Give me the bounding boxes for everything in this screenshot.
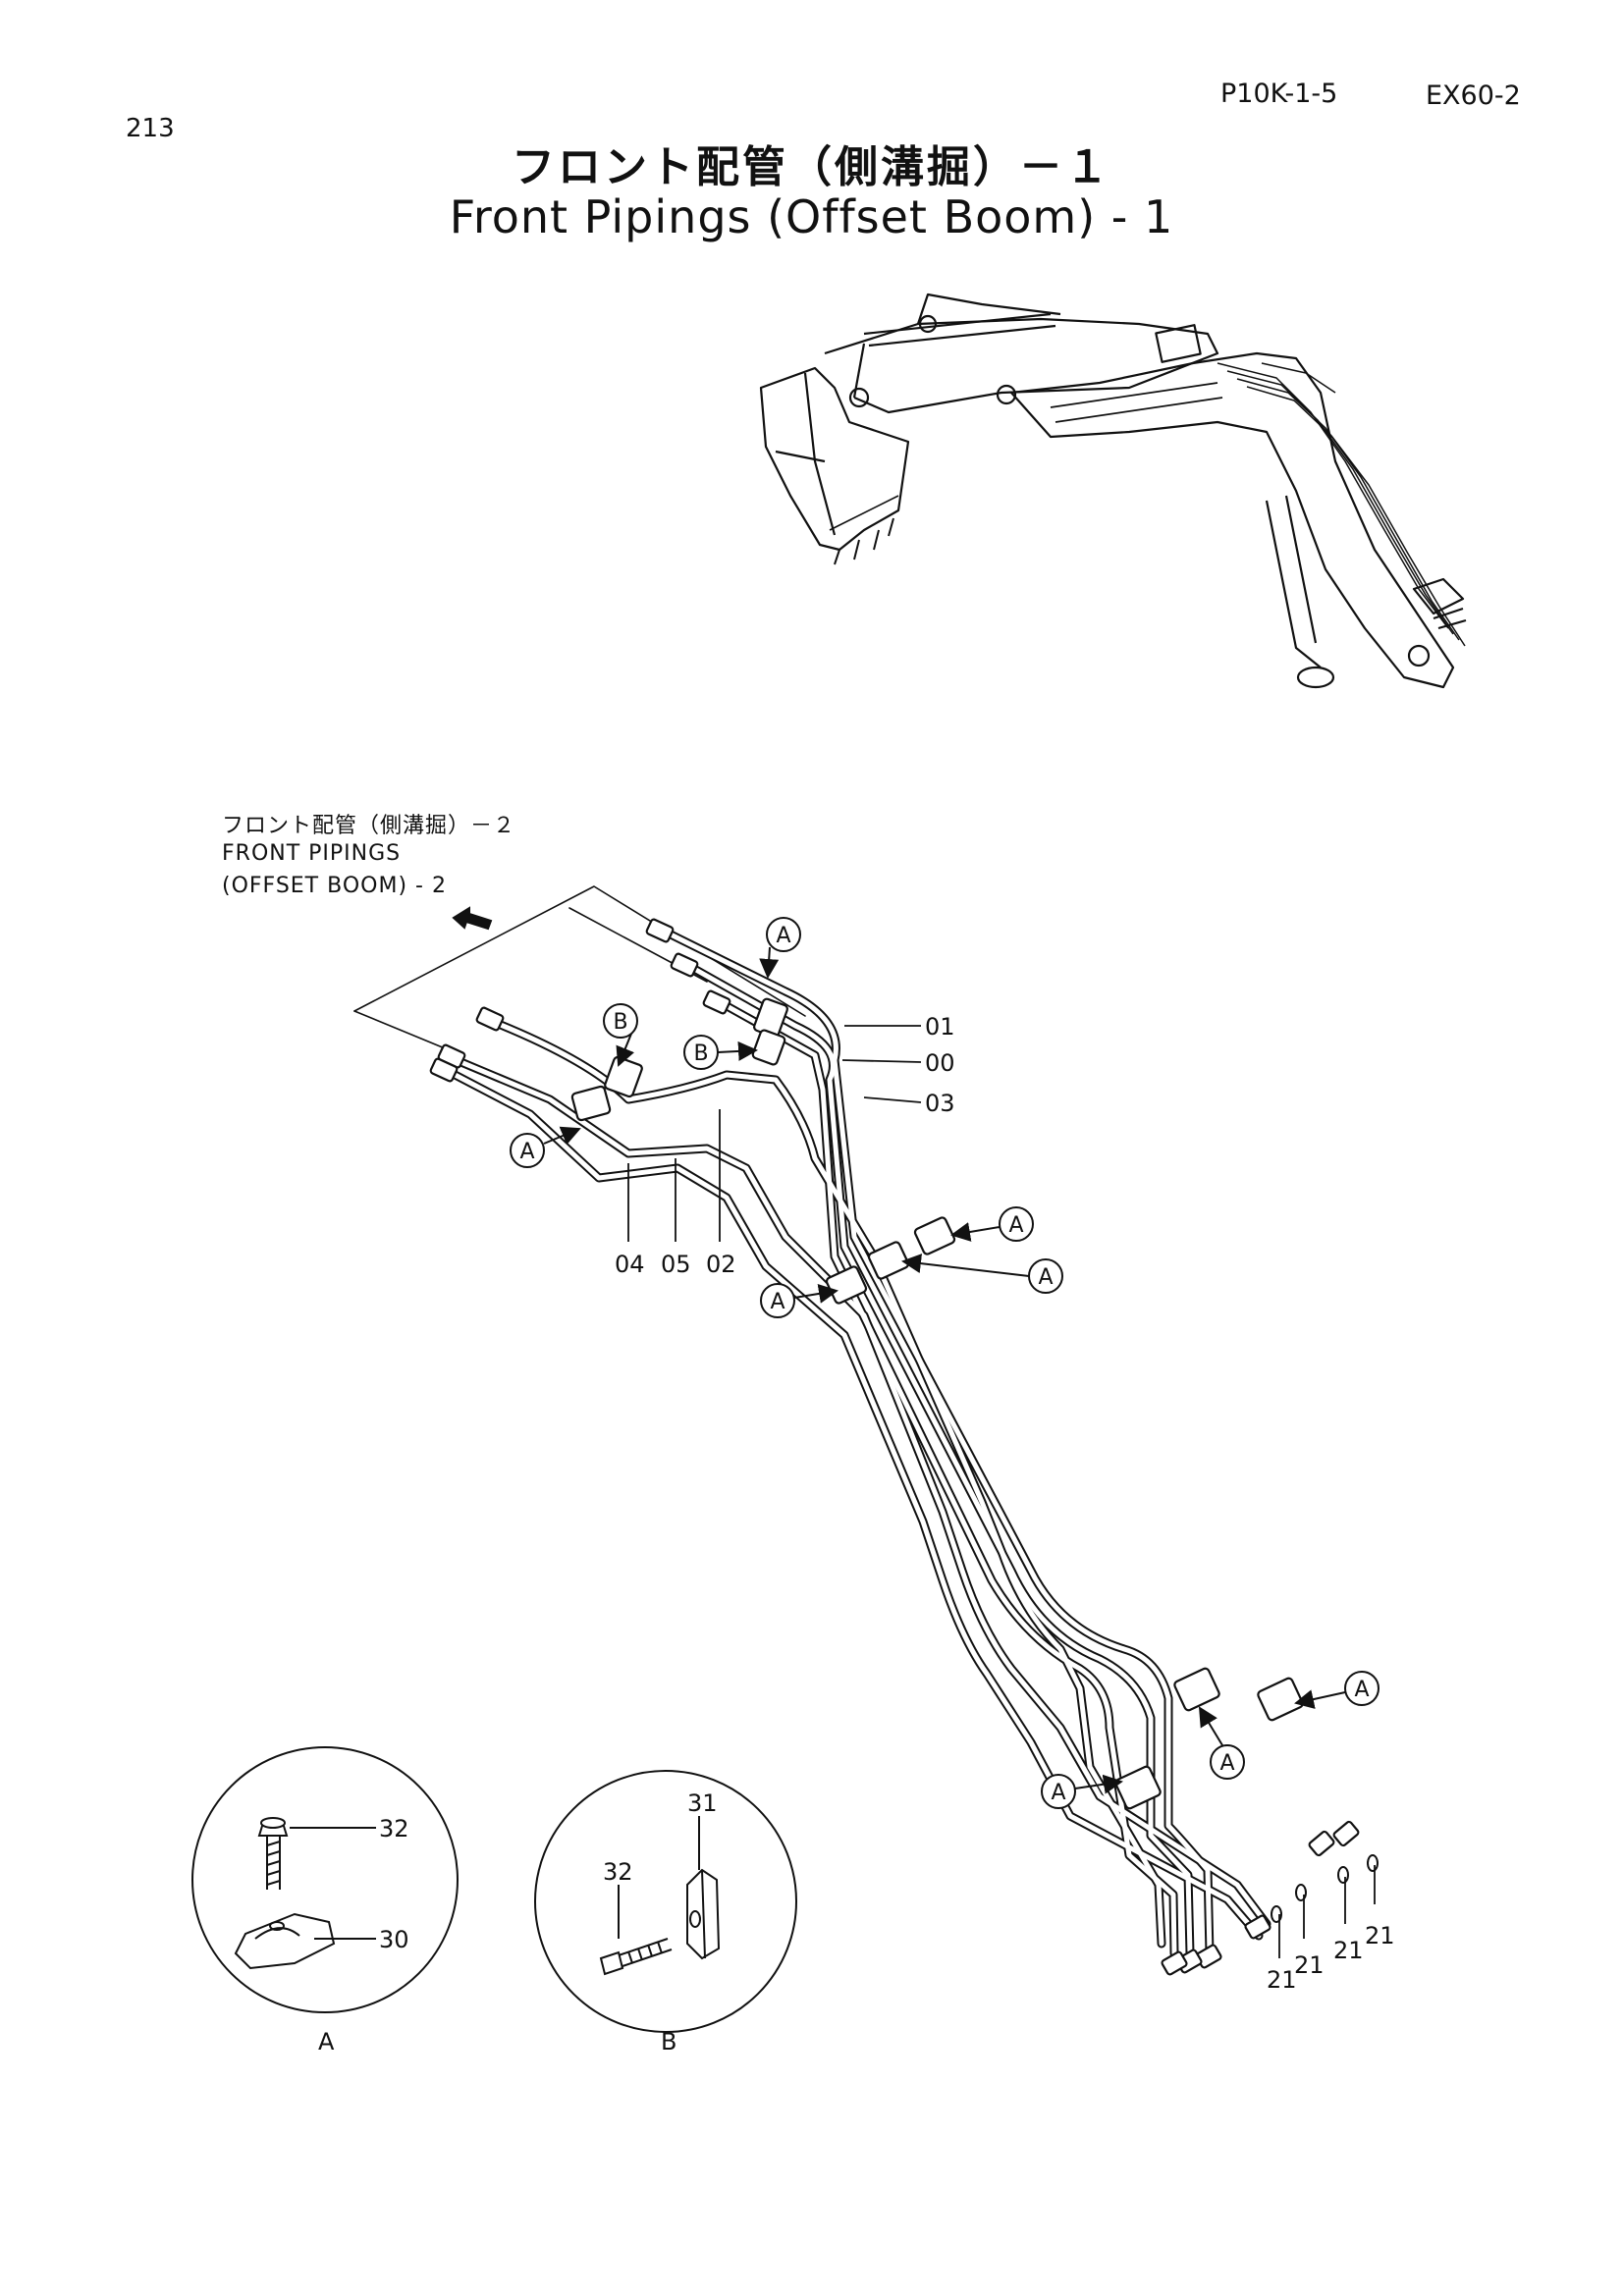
callout-label: A xyxy=(519,1140,534,1164)
callout-a-3 xyxy=(950,1206,1034,1242)
model-code: EX60-2 xyxy=(1426,80,1521,111)
part-number-32: 32 xyxy=(603,1858,633,1886)
part-number-05: 05 xyxy=(661,1251,691,1278)
part-number-32: 32 xyxy=(379,1815,409,1842)
xref-title-jp: フロント配管（側溝掘）－２ xyxy=(222,814,516,838)
callout-a-1 xyxy=(759,917,801,979)
callout-label: A xyxy=(1219,1751,1234,1776)
part-number-30: 30 xyxy=(379,1926,409,1953)
callouts xyxy=(510,917,1380,1809)
part-number-00: 00 xyxy=(925,1049,955,1077)
page-code: P10K-1-5 xyxy=(1220,79,1338,109)
part-number-03: 03 xyxy=(925,1090,955,1117)
callout-label: B xyxy=(613,1010,627,1035)
continuation-arrow-icon xyxy=(452,906,493,931)
excavator-front-illustration xyxy=(759,293,1467,689)
piping-diagram xyxy=(353,885,1379,1976)
part-number-01: 01 xyxy=(925,1013,955,1041)
page-number: 213 xyxy=(126,114,175,143)
callout-label: A xyxy=(1354,1678,1369,1702)
callout-a-5 xyxy=(760,1283,839,1318)
callout-label: A xyxy=(1008,1213,1023,1238)
page-title-en: Front Pipings (Offset Boom) - 1 xyxy=(449,190,1174,243)
detail-view-a xyxy=(191,1746,459,2013)
detail-b-caption: B xyxy=(661,2028,676,2056)
callout-label: A xyxy=(770,1290,784,1314)
callout-b-1 xyxy=(603,1003,638,1067)
part-number-21: 21 xyxy=(1365,1922,1395,1949)
detail-view-b xyxy=(534,1770,797,2033)
callout-a-6 xyxy=(1294,1671,1380,1709)
callout-b-2 xyxy=(683,1035,758,1070)
part-number-21: 21 xyxy=(1333,1937,1364,1964)
callout-label: A xyxy=(1051,1781,1065,1805)
callout-a-4 xyxy=(901,1254,1063,1294)
part-number-02: 02 xyxy=(706,1251,736,1278)
detail-a-caption: A xyxy=(318,2028,335,2056)
callout-a-2 xyxy=(510,1126,581,1168)
leader-lines xyxy=(627,1025,1376,1958)
callout-label: A xyxy=(1038,1265,1053,1290)
callout-a-7 xyxy=(1198,1706,1245,1780)
part-number-21: 21 xyxy=(1267,1966,1297,1994)
callout-label: B xyxy=(693,1041,708,1066)
part-number-21: 21 xyxy=(1294,1951,1325,1979)
callout-label: A xyxy=(776,924,790,948)
page-title-jp: フロント配管（側溝掘）－１ xyxy=(512,142,1111,192)
xref-title-en-1: FRONT PIPINGS xyxy=(222,841,402,866)
part-number-31: 31 xyxy=(687,1789,718,1817)
xref-title-en-2: (OFFSET BOOM) - 2 xyxy=(222,874,447,898)
part-number-04: 04 xyxy=(615,1251,645,1278)
callout-a-8 xyxy=(1041,1774,1123,1809)
